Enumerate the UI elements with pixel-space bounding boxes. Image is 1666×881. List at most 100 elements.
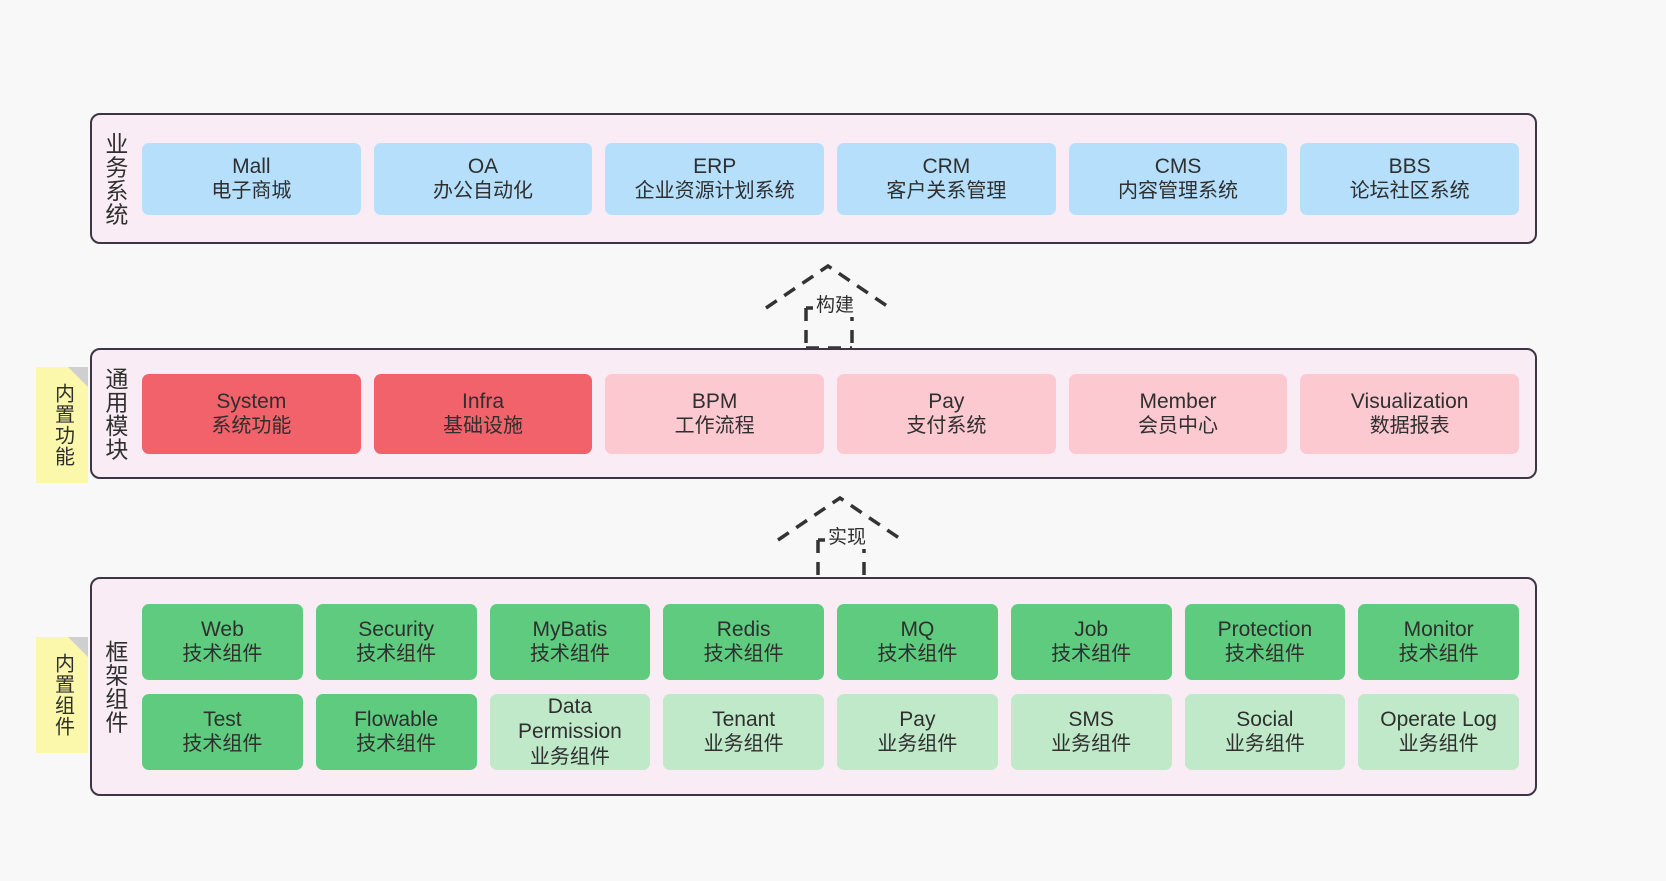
node-social-en: Social bbox=[1236, 707, 1294, 731]
node-redis[interactable]: Redis 技术组件 bbox=[663, 603, 824, 680]
node-job-cn: 技术组件 bbox=[1051, 643, 1132, 666]
node-bbs-en: BBS bbox=[1388, 154, 1431, 178]
note-builtin-component-label: 内置组件 bbox=[51, 653, 74, 737]
node-mq-cn: 技术组件 bbox=[877, 643, 958, 666]
node-pay-module[interactable]: Pay 支付系统 bbox=[837, 373, 1056, 454]
layer-business-row: Mall 电子商城 OA 办公自动化 ERP 企业资源计划系统 CRM 客户关系… bbox=[142, 142, 1520, 215]
layer-framework-row-biz: Test 技术组件 Flowable 技术组件 Data Permission … bbox=[142, 693, 1519, 770]
node-mall-cn: 电子商城 bbox=[211, 180, 292, 203]
node-operate-log[interactable]: Operate Log 业务组件 bbox=[1358, 693, 1519, 770]
node-mybatis-cn: 技术组件 bbox=[529, 643, 610, 666]
node-monitor-en: Monitor bbox=[1403, 617, 1474, 641]
node-tenant-cn: 业务组件 bbox=[703, 733, 784, 756]
node-system[interactable]: System 系统功能 bbox=[142, 373, 361, 454]
connector-build: 构建 bbox=[760, 262, 910, 348]
layer-framework-row-tech: Web 技术组件 Security 技术组件 MyBatis 技术组件 Redi… bbox=[142, 603, 1519, 680]
layer-business-title: 业务系统 bbox=[101, 131, 128, 226]
node-pay-module-en: Pay bbox=[928, 389, 965, 413]
node-monitor[interactable]: Monitor 技术组件 bbox=[1358, 603, 1519, 680]
node-web[interactable]: Web 技术组件 bbox=[142, 603, 303, 680]
node-web-en: Web bbox=[200, 617, 244, 641]
node-crm[interactable]: CRM 客户关系管理 bbox=[837, 142, 1056, 215]
node-visualization-en: Visualization bbox=[1350, 389, 1469, 413]
node-job[interactable]: Job 技术组件 bbox=[1010, 603, 1172, 680]
layer-modules-title: 通用模块 bbox=[101, 366, 128, 461]
node-visualization[interactable]: Visualization 数据报表 bbox=[1300, 373, 1520, 454]
node-bpm-en: BPM bbox=[691, 389, 738, 413]
layer-business-body: Mall 电子商城 OA 办公自动化 ERP 企业资源计划系统 CRM 客户关系… bbox=[136, 115, 1535, 242]
node-test[interactable]: Test 技术组件 bbox=[142, 693, 303, 770]
node-bpm[interactable]: BPM 工作流程 bbox=[605, 373, 825, 454]
node-monitor-cn: 技术组件 bbox=[1398, 643, 1479, 666]
layer-modules-body: System 系统功能 Infra 基础设施 BPM 工作流程 Pay 支付系统… bbox=[136, 350, 1535, 477]
connector-realize: 实现 bbox=[772, 494, 922, 580]
node-crm-en: CRM bbox=[922, 154, 971, 178]
node-cms-en: CMS bbox=[1154, 154, 1202, 178]
layer-framework-title: 框架组件 bbox=[101, 639, 128, 734]
node-pay-component[interactable]: Pay 业务组件 bbox=[837, 693, 998, 770]
node-flowable-cn: 技术组件 bbox=[356, 733, 437, 756]
layer-common-modules: 通用模块 System 系统功能 Infra 基础设施 BPM 工作流程 Pay… bbox=[90, 348, 1537, 479]
node-security[interactable]: Security 技术组件 bbox=[315, 603, 477, 680]
note-builtin-function: 内置功能 bbox=[36, 367, 88, 483]
connector-realize-label: 实现 bbox=[824, 522, 870, 549]
node-member-cn: 会员中心 bbox=[1138, 415, 1219, 438]
node-security-cn: 技术组件 bbox=[356, 643, 437, 666]
note-fold-icon bbox=[68, 367, 88, 387]
node-tenant-en: Tenant bbox=[712, 707, 776, 731]
node-social[interactable]: Social 业务组件 bbox=[1184, 693, 1346, 770]
node-pay-module-cn: 支付系统 bbox=[906, 415, 987, 438]
note-builtin-component: 内置组件 bbox=[36, 637, 88, 753]
node-mall-en: Mall bbox=[232, 154, 271, 178]
layer-framework-components: 框架组件 Web 技术组件 Security 技术组件 MyBatis 技术组件… bbox=[90, 577, 1537, 796]
node-mq[interactable]: MQ 技术组件 bbox=[837, 603, 998, 680]
node-protection-cn: 技术组件 bbox=[1224, 643, 1305, 666]
node-operate-log-cn: 业务组件 bbox=[1398, 733, 1479, 756]
node-member[interactable]: Member 会员中心 bbox=[1068, 373, 1288, 454]
node-system-en: System bbox=[216, 389, 287, 413]
connector-build-label: 构建 bbox=[812, 290, 858, 317]
node-bbs-cn: 论坛社区系统 bbox=[1349, 180, 1470, 203]
node-cms-cn: 内容管理系统 bbox=[1118, 180, 1239, 203]
node-crm-cn: 客户关系管理 bbox=[886, 180, 1007, 203]
node-erp-cn: 企业资源计划系统 bbox=[634, 180, 795, 203]
node-security-en: Security bbox=[358, 617, 435, 641]
node-social-cn: 业务组件 bbox=[1224, 733, 1305, 756]
node-mq-en: MQ bbox=[900, 617, 935, 641]
node-visualization-cn: 数据报表 bbox=[1369, 415, 1450, 438]
node-infra[interactable]: Infra 基础设施 bbox=[373, 373, 593, 454]
node-cms[interactable]: CMS 内容管理系统 bbox=[1068, 142, 1288, 215]
node-bbs[interactable]: BBS 论坛社区系统 bbox=[1300, 142, 1520, 215]
layer-framework-body: Web 技术组件 Security 技术组件 MyBatis 技术组件 Redi… bbox=[136, 579, 1535, 794]
node-infra-en: Infra bbox=[461, 389, 505, 413]
node-job-en: Job bbox=[1074, 617, 1109, 641]
node-data-permission[interactable]: Data Permission 业务组件 bbox=[489, 693, 651, 770]
node-data-permission-cn: 业务组件 bbox=[529, 745, 610, 768]
node-protection[interactable]: Protection 技术组件 bbox=[1184, 603, 1346, 680]
node-member-en: Member bbox=[1139, 389, 1217, 413]
node-data-permission-en: Data Permission bbox=[517, 694, 622, 744]
node-test-cn: 技术组件 bbox=[182, 733, 263, 756]
node-flowable-en: Flowable bbox=[354, 707, 439, 731]
node-redis-en: Redis bbox=[716, 617, 771, 641]
node-flowable[interactable]: Flowable 技术组件 bbox=[315, 693, 477, 770]
node-test-en: Test bbox=[203, 707, 242, 731]
layer-modules-row: System 系统功能 Infra 基础设施 BPM 工作流程 Pay 支付系统… bbox=[142, 373, 1520, 454]
node-erp[interactable]: ERP 企业资源计划系统 bbox=[605, 142, 825, 215]
layer-business-systems: 业务系统 Mall 电子商城 OA 办公自动化 ERP 企业资源计划系统 CRM… bbox=[90, 113, 1537, 244]
node-mall[interactable]: Mall 电子商城 bbox=[142, 142, 361, 215]
node-tenant[interactable]: Tenant 业务组件 bbox=[663, 693, 824, 770]
node-operate-log-en: Operate Log bbox=[1380, 707, 1497, 731]
node-infra-cn: 基础设施 bbox=[443, 415, 523, 438]
node-mybatis[interactable]: MyBatis 技术组件 bbox=[489, 603, 651, 680]
note-builtin-function-label: 内置功能 bbox=[51, 383, 74, 467]
note-fold-icon bbox=[68, 637, 88, 657]
node-bpm-cn: 工作流程 bbox=[674, 415, 755, 438]
node-web-cn: 技术组件 bbox=[182, 643, 263, 666]
node-redis-cn: 技术组件 bbox=[703, 643, 784, 666]
node-oa[interactable]: OA 办公自动化 bbox=[373, 142, 593, 215]
node-oa-cn: 办公自动化 bbox=[433, 180, 533, 203]
node-sms[interactable]: SMS 业务组件 bbox=[1010, 693, 1172, 770]
node-pay-component-cn: 业务组件 bbox=[877, 733, 958, 756]
